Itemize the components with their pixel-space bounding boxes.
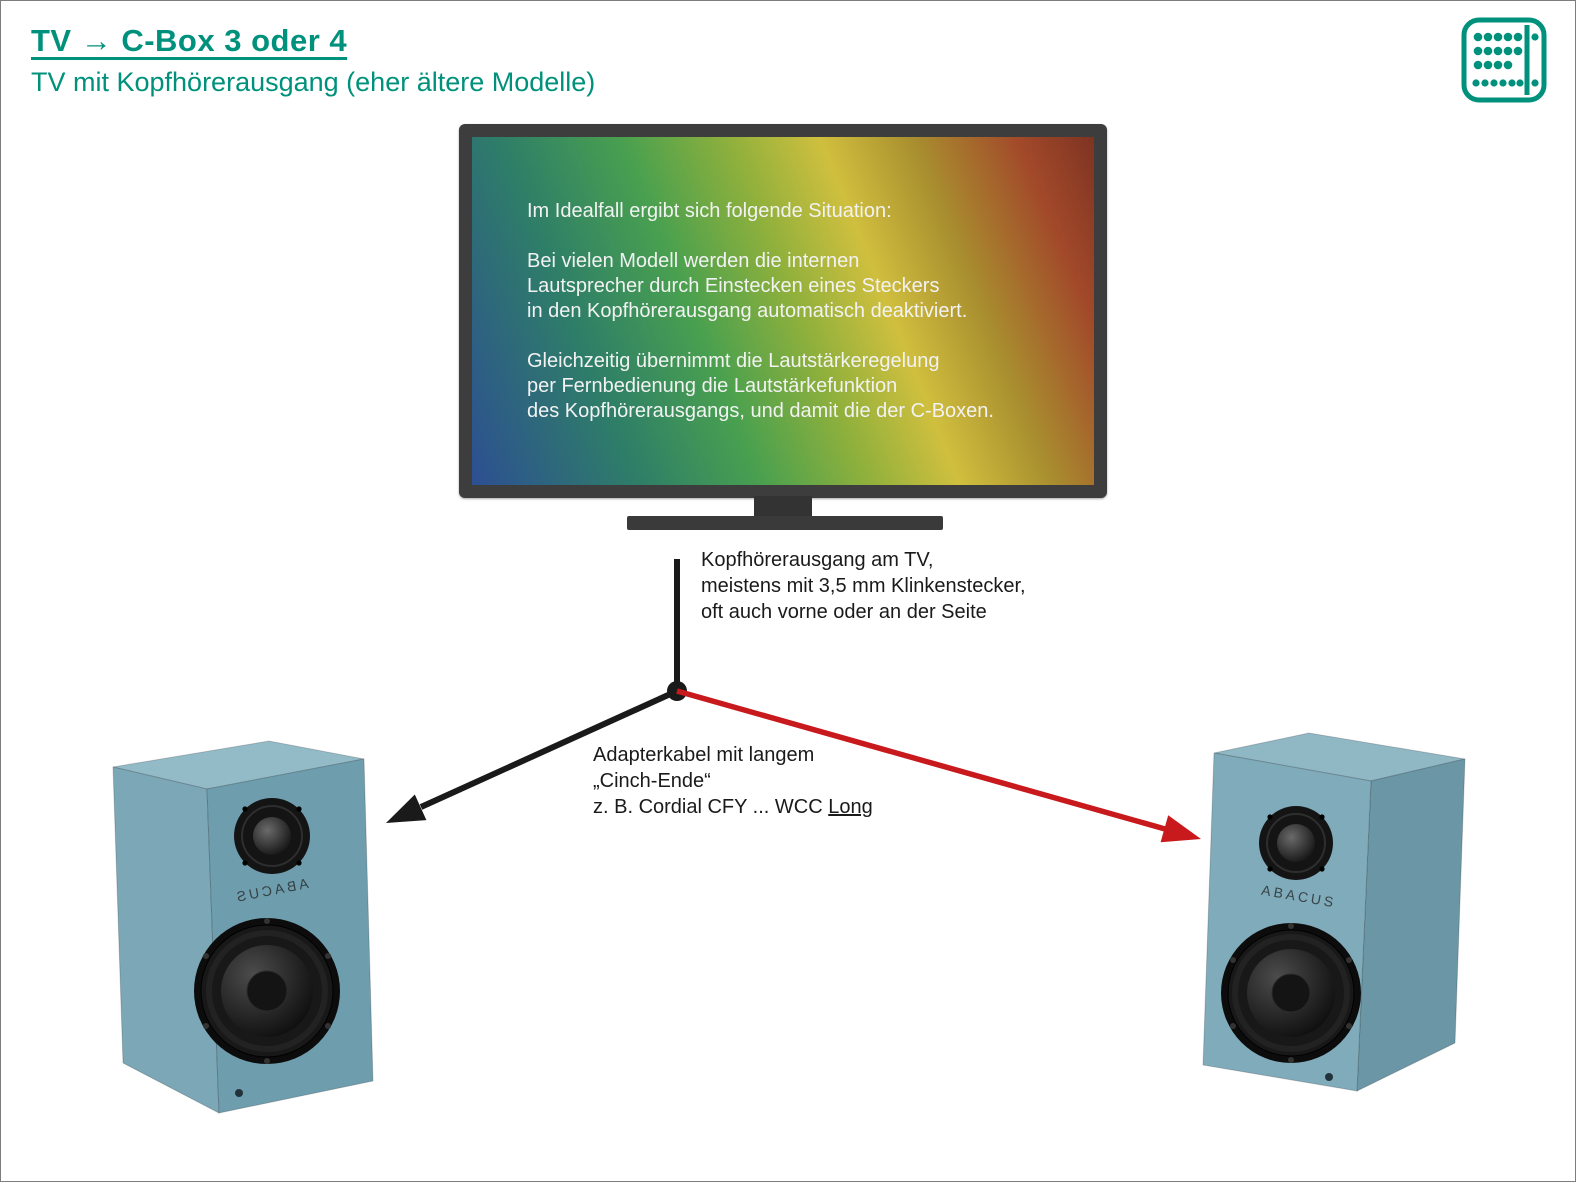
adapter-note-line3-underlined: Long [828, 796, 873, 818]
left-speaker-woofer [194, 918, 340, 1064]
right-speaker-tweeter [1259, 806, 1333, 880]
right-speaker-emblem [1325, 1073, 1333, 1081]
page-subtitle: TV mit Kopfhörerausgang (eher ältere Mod… [31, 67, 596, 97]
adapter-note-line1: Adapterkabel mit langem [593, 744, 815, 766]
adapter-note-line3-text: z. B. Cordial CFY ... WCC [593, 796, 829, 818]
left-speaker: ABACUS [112, 740, 374, 1114]
right-speaker-side [1356, 758, 1466, 1092]
tv-text-paragraph-1: Im Idealfall ergibt sich folgende Situat… [527, 200, 892, 222]
tv-screen-text: Im Idealfall ergibt sich folgende Situat… [527, 199, 1064, 449]
adapter-note-line2: „Cinch-Ende“ [593, 770, 711, 792]
right-speaker: ABACUS [1202, 732, 1466, 1092]
adapter-cable-note: Adapterkabel mit langem „Cinch-Ende“ z. … [593, 742, 873, 820]
page-title: TV → C-Box 3 oder 4 [31, 23, 348, 58]
left-speaker-emblem [235, 1089, 243, 1097]
abacus-logo-dots [1472, 32, 1539, 87]
tv-screen: Im Idealfall ergibt sich folgende Situat… [472, 137, 1094, 485]
left-speaker-side [112, 766, 220, 1114]
cable-junction-dot [667, 681, 687, 701]
headphone-output-note: Kopfhörerausgang am TV, meistens mit 3,5… [701, 549, 1026, 623]
adapter-note-line3: z. B. Cordial CFY ... WCC Long [593, 794, 873, 820]
tv-text-paragraph-3: Gleichzeitig übernimmt die Lautstärkereg… [527, 350, 994, 422]
left-speaker-tweeter [234, 798, 310, 874]
tv-stand-base [627, 516, 943, 530]
tv-text-paragraph-2: Bei vielen Modell werden die internen La… [527, 250, 968, 322]
abacus-logo [1461, 17, 1547, 103]
right-speaker-woofer [1221, 923, 1361, 1063]
tv: Im Idealfall ergibt sich folgende Situat… [459, 124, 1107, 498]
